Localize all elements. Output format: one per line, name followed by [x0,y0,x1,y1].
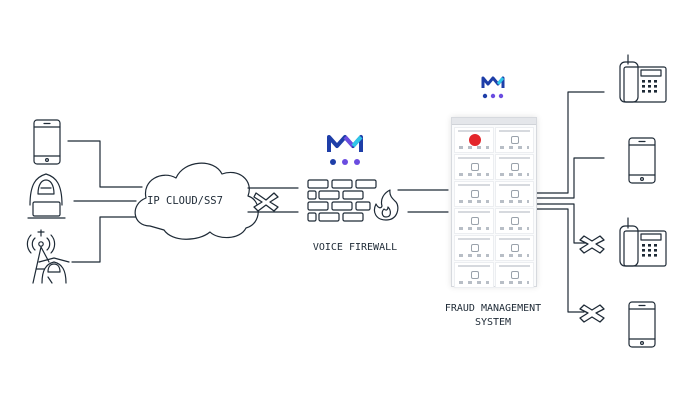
cell-tower-icon [26,229,70,284]
block-x-icon-right-1 [579,235,605,254]
dashboard-tile [494,262,534,288]
dashboard-titlebar [452,118,536,125]
dashboard-tile [454,154,494,180]
connector-fms-to-phone-1 [535,157,605,199]
firewall-icon [307,179,399,222]
connector-fms-to-phone-2 [535,208,585,313]
cloud-label: IP CLOUD/SS7 [147,195,223,207]
dashboard-tile [454,235,494,261]
brand-logo-icon [481,76,505,99]
fms-label-line1: FRAUD MANAGEMENT [444,303,542,314]
connector-phone-to-cloud [67,140,143,188]
desk-phone-icon [619,217,667,267]
dashboard-tile [494,235,534,261]
fms-label-line2: SYSTEM [474,317,512,328]
smartphone-icon [33,119,61,165]
dashboard-grid [452,125,536,290]
connector-tower-to-cloud [71,216,143,263]
dashboard-alert-tile [454,127,494,153]
cloud-icon [134,162,259,240]
connector-fms-to-deskphone-1 [535,91,605,194]
dashboard-tile [454,181,494,207]
block-x-icon-right-2 [579,304,605,323]
dashboard-tile [494,208,534,234]
smartphone-icon [628,301,656,348]
firewall-label: VOICE FIREWALL [312,242,398,253]
dashboard-tile [494,181,534,207]
dashboard-tile [494,127,534,153]
dashboard-screen-icon [451,117,537,290]
block-x-icon [253,192,279,212]
dashboard-tile [494,154,534,180]
brand-logo-icon [327,135,363,165]
dashboard-tile [454,262,494,288]
hacker-icon [27,173,66,219]
connector-fms-to-deskphone-2 [535,203,587,244]
desk-phone-icon [619,54,667,103]
smartphone-icon [628,137,656,184]
dashboard-tile [454,208,494,234]
